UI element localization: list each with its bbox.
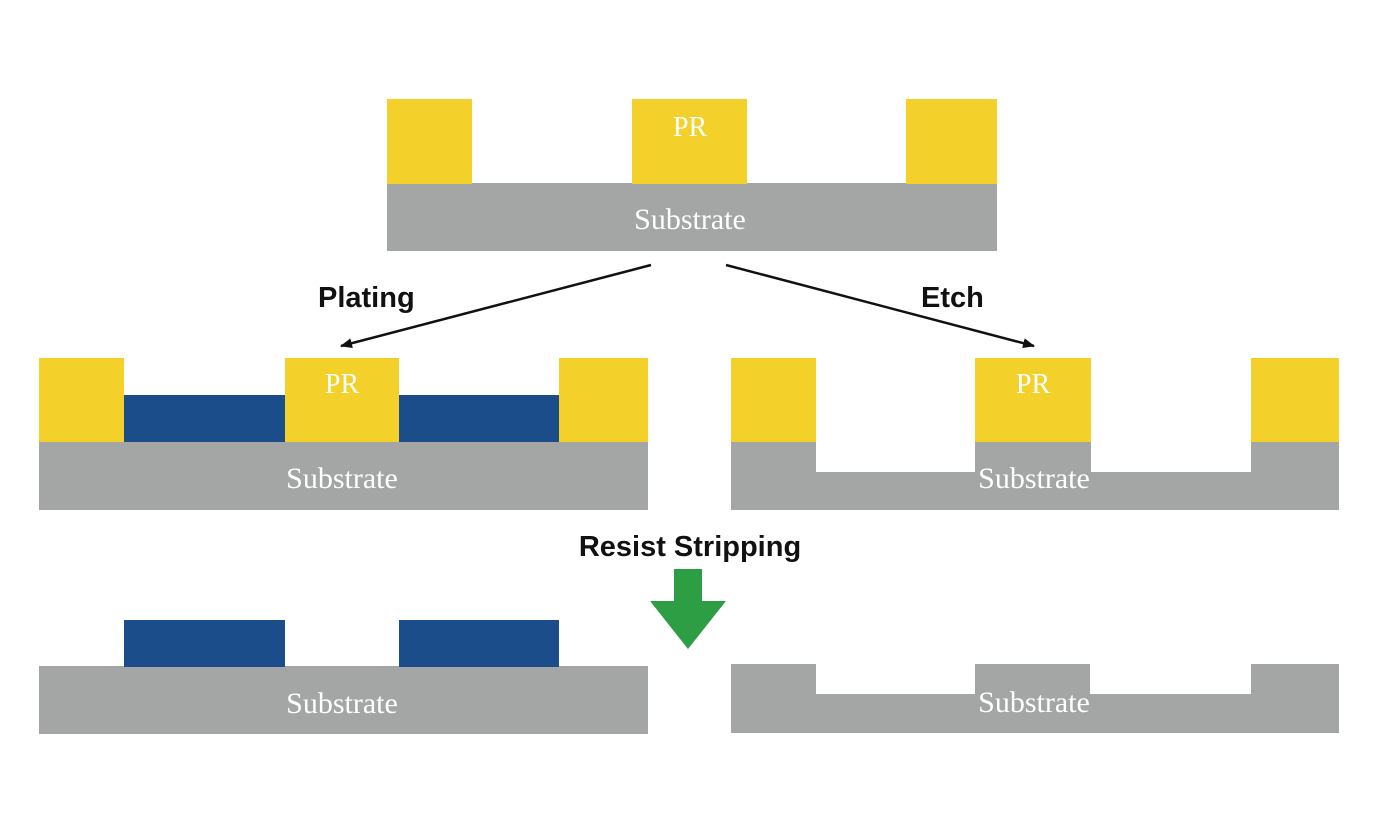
photoresist-block [387, 99, 472, 184]
initial-wafer: PR Substrate [387, 99, 997, 251]
final-plated-wafer: Substrate [39, 620, 648, 734]
substrate-block [39, 666, 648, 734]
substrate-label: Substrate [286, 462, 398, 495]
photoresist-block [1251, 358, 1339, 442]
plated-metal-block [124, 395, 285, 442]
final-etched-wafer: Substrate [731, 664, 1339, 733]
photoresist-label: PR [325, 369, 360, 400]
substrate-label: Substrate [978, 686, 1090, 719]
photoresist-block [731, 358, 816, 442]
plated-wafer: PR Substrate [39, 358, 648, 510]
etched-substrate [731, 441, 1339, 510]
etch-label: Etch [921, 282, 984, 314]
substrate-label: Substrate [286, 687, 398, 720]
photoresist-block [975, 358, 1091, 442]
photoresist-block [559, 358, 648, 442]
substrate-block [387, 183, 997, 251]
photoresist-block [906, 99, 997, 184]
green-down-arrow-icon [650, 569, 726, 649]
branch-arrows: Plating Etch [318, 263, 1035, 349]
substrate-pillar [975, 441, 1091, 473]
photoresist-label: PR [673, 112, 708, 143]
plated-metal-block [124, 620, 285, 667]
resist-stripping-step: Resist Stripping [579, 531, 801, 649]
etched-wafer: PR Substrate [731, 358, 1339, 510]
photoresist-block [632, 99, 747, 184]
photoresist-block [39, 358, 124, 442]
etched-substrate [731, 664, 1339, 733]
substrate-block [39, 441, 648, 510]
plating-label: Plating [318, 282, 415, 314]
substrate-label: Substrate [978, 462, 1090, 495]
plated-metal-block [399, 395, 559, 442]
photoresist-label: PR [1016, 369, 1051, 400]
substrate-label: Substrate [634, 203, 746, 236]
resist-stripping-label: Resist Stripping [579, 531, 801, 563]
plated-metal-block [399, 620, 559, 667]
photoresist-block [285, 358, 399, 442]
etch-arrow [725, 263, 1035, 349]
plating-arrow [340, 263, 652, 349]
